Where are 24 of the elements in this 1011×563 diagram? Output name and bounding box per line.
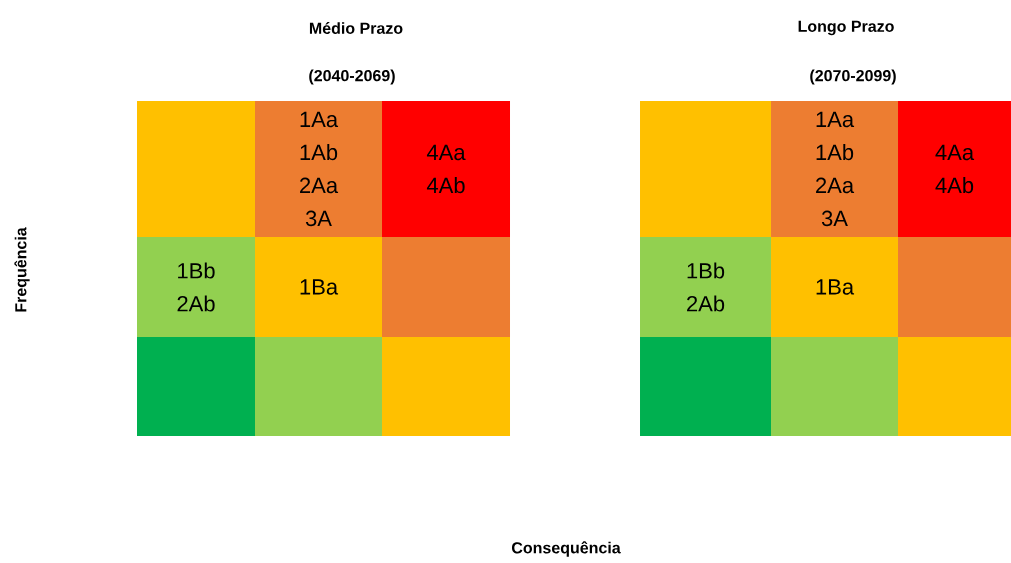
axis-title: Consequência: [512, 541, 621, 557]
matrix-cell: [382, 337, 510, 436]
matrix-cell: 1Ba: [771, 237, 898, 337]
matrix-title: Médio Prazo: [309, 22, 403, 34]
matrix-cell: 1Ba: [255, 237, 382, 337]
axis-title: Frequência: [14, 227, 30, 312]
matrix-cell: [898, 237, 1011, 337]
matrix-cell: [640, 101, 771, 237]
matrix-cell: 1Aa 1Ab 2Aa 3A: [255, 101, 382, 237]
matrix-cell: 1Bb 2Ab: [137, 237, 255, 337]
matrix-title: (2070-2099): [810, 69, 896, 85]
matrix-cell: [137, 337, 255, 436]
matrix-cell: [255, 337, 382, 436]
matrix-cell: [898, 337, 1011, 436]
matrix-cell: 4Aa 4Ab: [382, 101, 510, 237]
matrix-cell: 1Aa 1Ab 2Aa 3A: [771, 101, 898, 237]
matrix-cell: 4Aa 4Ab: [898, 101, 1011, 237]
matrix-cell: [771, 337, 898, 436]
matrix-cell: [640, 337, 771, 436]
matrix-cell: [382, 237, 510, 337]
matrix-cell: [137, 101, 255, 237]
matrix-title: Longo Prazo: [798, 20, 894, 36]
matrix-title: (2040-2069): [309, 69, 395, 85]
matrix-cell: 1Bb 2Ab: [640, 237, 771, 337]
